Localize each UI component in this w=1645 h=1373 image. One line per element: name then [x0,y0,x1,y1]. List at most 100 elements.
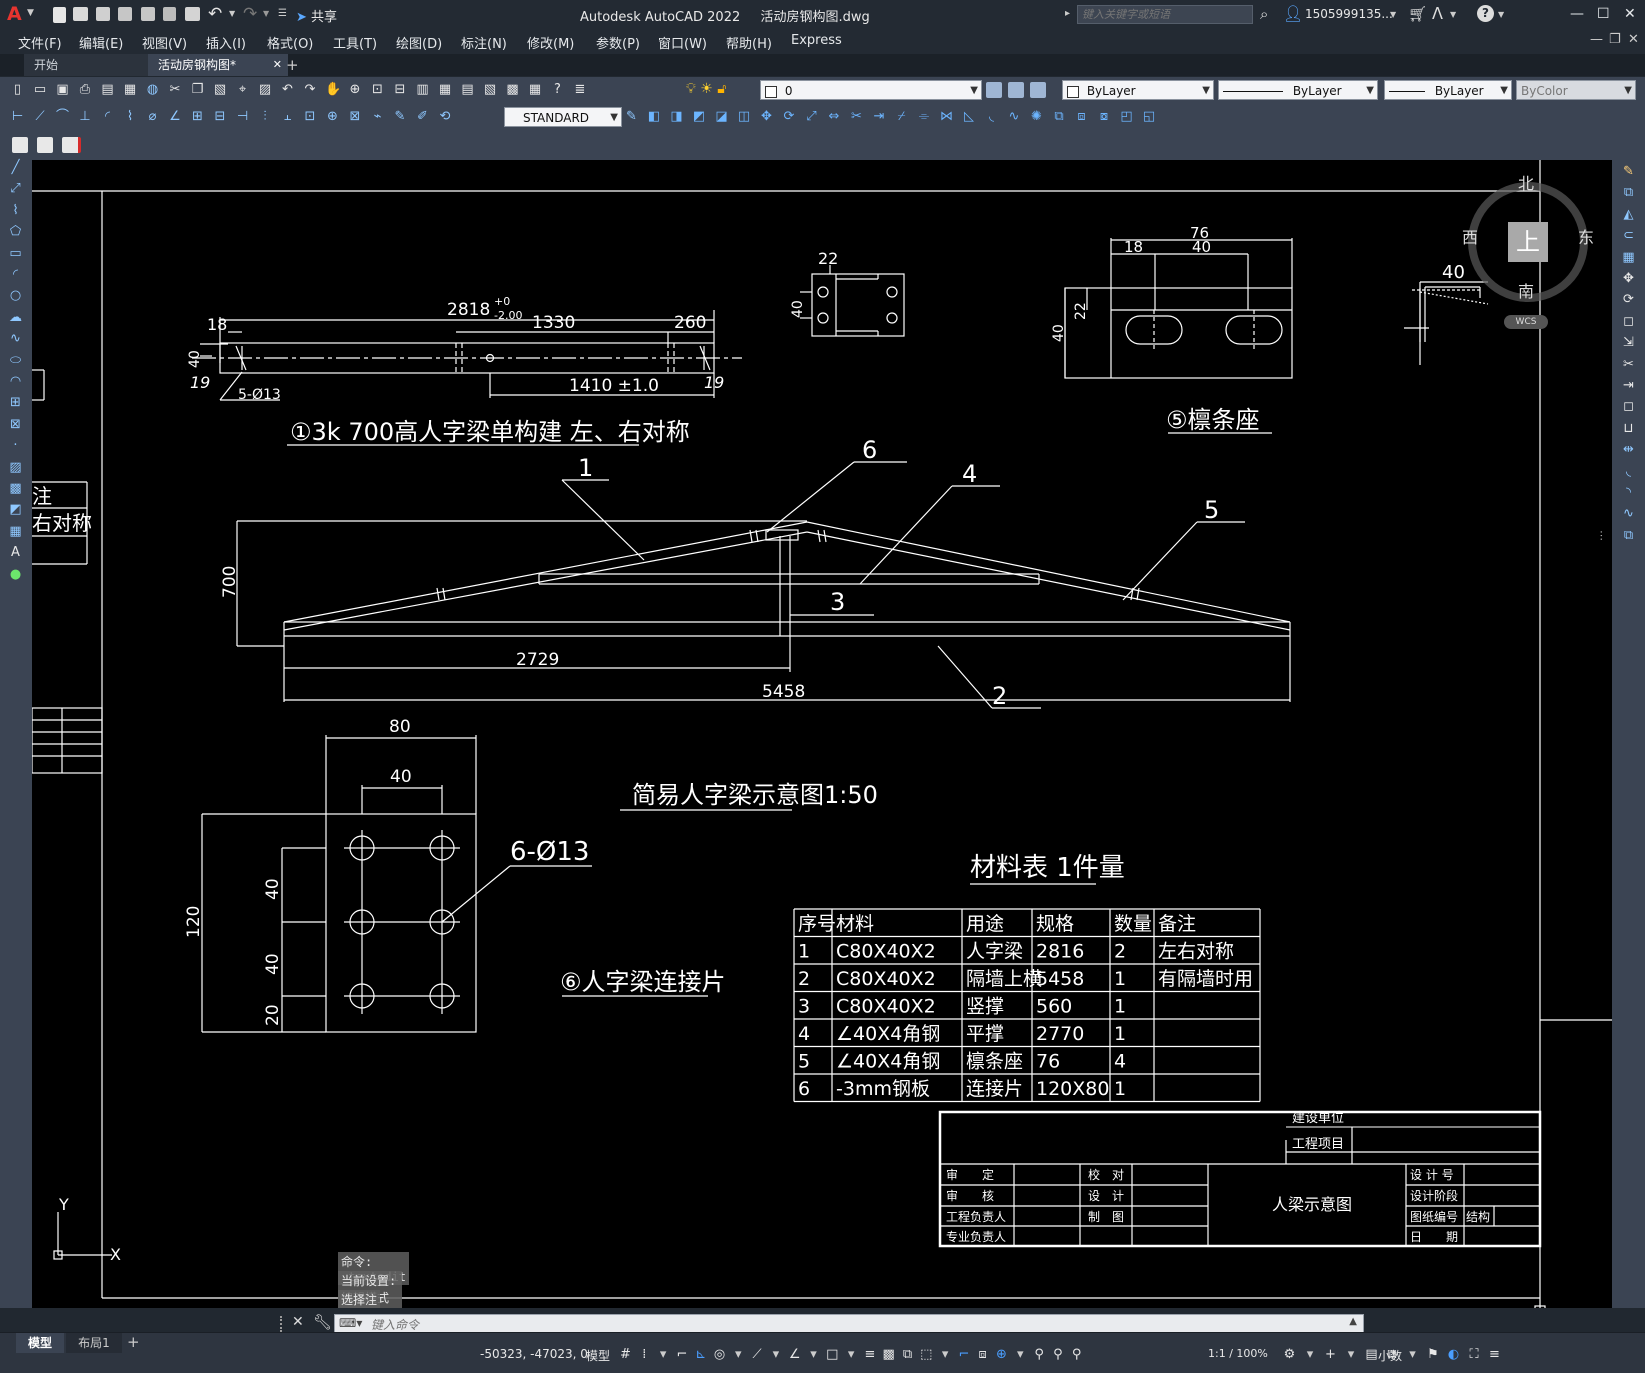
search-icon[interactable]: ⌕ [1260,5,1269,23]
array-icon[interactable]: ◫ [737,109,751,124]
rectangle-icon[interactable]: ▭ [9,245,22,261]
doc-restore-button[interactable]: ❐ [1609,32,1621,47]
otrack-dropdown-icon[interactable]: ▾ [810,1347,817,1362]
scale-icon[interactable]: ⤢ [806,109,817,124]
arc-icon[interactable]: ◜ [12,267,19,282]
app-menu-chevron-icon[interactable]: ▼ [27,8,34,18]
dim-angular-icon[interactable]: ∠ [169,109,181,124]
region-left-icon[interactable]: ◩ [9,502,22,518]
trim-right-icon[interactable]: ✂ [1623,356,1634,372]
coordinates-readout[interactable]: -50323, -47023, 0 [480,1347,588,1361]
menu-file[interactable]: 文件(F) [18,37,62,52]
tolerance-icon[interactable]: ⊡ [304,109,316,124]
osnap-icon[interactable]: □ [826,1347,839,1362]
dim-edit-icon[interactable]: ✎ [394,109,406,124]
insert-block-icon[interactable]: ⊞ [10,395,21,411]
user-dropdown-icon[interactable]: ▼ [1390,10,1397,19]
plotstyle-dropdown[interactable]: ByColor ▼ [1516,80,1636,100]
make-block-icon[interactable]: ⊠ [10,416,21,432]
undo-dropdown-icon[interactable]: ▼ [229,9,236,18]
open-file-icon[interactable] [73,7,88,21]
infer-icon[interactable]: ⌐ [676,1347,688,1362]
tab-active-drawing[interactable]: 活动房钢构图* ✕ [148,54,288,76]
dim-radius-icon[interactable]: ◜ [104,109,111,124]
menu-parametric[interactable]: 参数(P) [596,37,640,52]
menu-insert[interactable]: 插入(I) [206,37,246,52]
linetype-dropdown[interactable]: ByLayer ▼ [1218,80,1378,100]
menu-view[interactable]: 视图(V) [142,37,188,52]
new-tab-button[interactable]: + [286,56,299,74]
cmd-prompt-icon[interactable]: ⌨▾ [339,1316,363,1330]
menu-help[interactable]: 帮助(H) [726,37,772,52]
copy-obj-icon[interactable]: ◨ [670,109,683,124]
cmd-close-icon[interactable]: ✕ [292,1314,304,1330]
draworder-icon[interactable]: ⧉ [1054,109,1064,124]
3dosnap-icon[interactable]: ⬚ [920,1347,933,1362]
array-right-icon[interactable]: ▦ [1622,249,1635,265]
point-icon[interactable]: · [13,438,18,454]
break-right-icon[interactable]: ◻ [1623,399,1634,415]
layer-match-icon[interactable] [1008,82,1024,98]
zoom-window-icon[interactable]: ⊡ [372,82,383,97]
menu-edit[interactable]: 编辑(E) [79,37,124,52]
dim-break-icon[interactable]: ⫠ [283,109,292,124]
zoom-realtime-icon[interactable]: ⊕ [349,82,361,97]
gizmo-dropdown-icon[interactable]: ▾ [1017,1347,1024,1362]
open-icon[interactable]: ▭ [33,82,47,97]
ellipse-arc-icon[interactable]: ◠ [9,374,22,389]
cut-icon[interactable]: ✂ [169,82,181,97]
viewcube-east[interactable]: 东 [1578,228,1595,247]
sheet-set-icon[interactable]: ▧ [483,82,497,97]
viewcube-top-face[interactable]: 上 [1508,222,1548,262]
layer-dropdown[interactable]: 0 ▼ [760,80,982,100]
boundary-icon[interactable]: ◱ [1142,109,1156,124]
offset-icon[interactable]: ◪ [715,109,728,124]
tool-palettes-icon[interactable]: ▤ [461,82,474,97]
properties-icon[interactable]: ▥ [416,82,429,97]
tab-start[interactable]: 开始 [24,54,164,76]
isodraft-icon[interactable]: ⟋ [752,1347,762,1362]
dim-jogged-icon[interactable]: ⌇ [126,109,134,124]
qnew-icon[interactable]: ▯ [13,82,22,97]
copy-right-icon[interactable]: ⧉ [1623,185,1634,201]
plot-preview-icon[interactable]: ▤ [101,82,114,97]
rotate-right-icon[interactable]: ⟳ [1623,292,1634,308]
extend-right-icon[interactable]: ⇥ [1623,378,1634,393]
layer-thaw-icon[interactable]: ☀ [700,81,713,97]
snap-icon[interactable]: ⁞ [642,1347,647,1362]
annotation-visibility-icon[interactable]: ⚲ [1034,1347,1044,1362]
print-icon[interactable]: ⎙ [79,82,91,97]
center-mark-icon[interactable]: ⊕ [327,109,338,124]
extend-icon[interactable]: ⇥ [873,109,885,124]
help-dropdown-icon[interactable]: ▼ [1498,10,1505,19]
erase-icon[interactable]: ◧ [647,109,661,124]
undo-icon-2[interactable]: ↶ [282,82,293,97]
menu-express[interactable]: Express [791,33,842,48]
viewcube-north[interactable]: 北 [1518,174,1535,193]
isolate-objects-icon[interactable]: ⚑ [1427,1347,1439,1362]
wcs-menu[interactable]: WCS [1504,315,1548,329]
lock-ui-icon[interactable]: ⧉ [1387,1347,1397,1362]
dimstyle-icon[interactable]: ✎ [626,109,637,124]
customization-icon[interactable]: ≡ [1489,1347,1500,1362]
redo-icon-2[interactable]: ↷ [304,82,316,97]
publish-icon[interactable] [163,7,176,21]
grid-icon[interactable]: # [620,1347,631,1362]
jogged-linear-icon[interactable]: ⌁ [373,109,382,124]
ungroup-icon[interactable]: ⧇ [1099,109,1109,124]
workspace-dropdown-icon[interactable]: ▾ [1306,1347,1314,1362]
zoom-previous-icon[interactable]: ⊟ [394,82,406,97]
share-button[interactable]: ➤ 共享 [296,6,337,25]
etransmit-icon[interactable] [62,137,81,153]
break-icon[interactable]: ⌯ [918,109,930,124]
polar-dropdown-icon[interactable]: ▾ [735,1347,742,1362]
add-selected-icon[interactable]: ● [9,566,22,582]
viewcube-south[interactable]: 南 [1518,282,1535,301]
construction-line-icon[interactable]: ⤢ [10,181,21,197]
color-dropdown[interactable]: ByLayer ▼ [1062,80,1214,100]
layer-lock-icon[interactable]: 🔓︎ [717,81,727,97]
dim-space-icon[interactable]: ⫶ [263,109,267,124]
dim-text-edit-icon[interactable]: ✐ [417,109,428,124]
erase-right-icon[interactable]: ✎ [1623,164,1634,179]
mirror-icon[interactable]: ◩ [692,109,706,124]
